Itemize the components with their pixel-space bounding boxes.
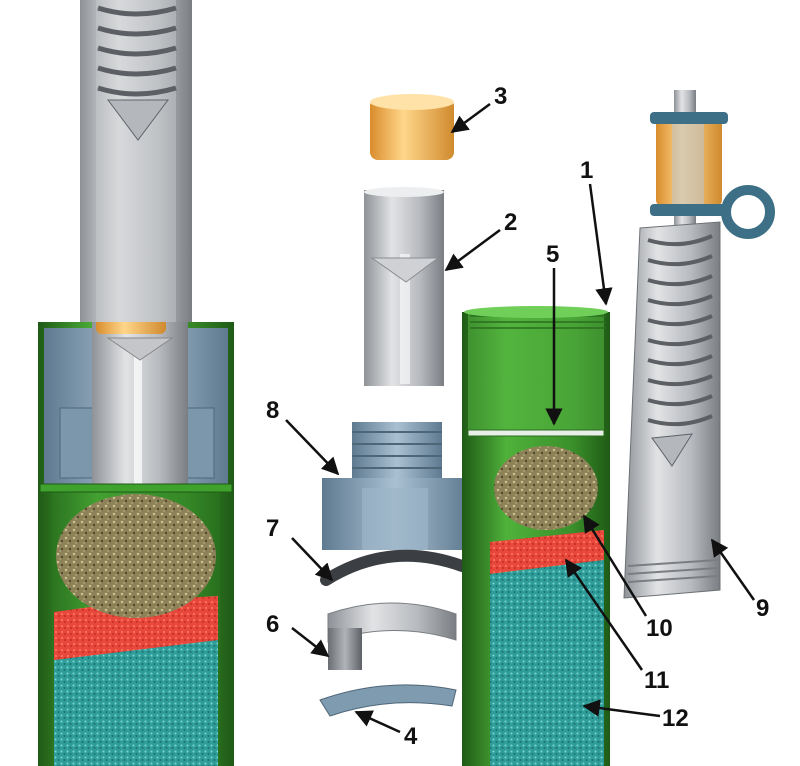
teal-granule-layer-left	[54, 640, 218, 766]
spring-left	[97, 5, 177, 97]
leader-arrows	[285, 102, 756, 734]
arrow-11	[564, 558, 644, 671]
arrow-8	[285, 419, 340, 476]
red-layer-left	[54, 596, 218, 660]
washer-part	[319, 684, 457, 717]
callout-4: 4	[404, 723, 418, 750]
arrow-6	[291, 627, 330, 658]
callout-10: 10	[646, 615, 673, 642]
callout-3: 3	[494, 83, 507, 110]
arrow-12	[582, 699, 661, 718]
green-tube-part	[462, 306, 610, 766]
callout-9: 9	[756, 595, 769, 622]
spring-rod-assembly-part	[623, 90, 775, 599]
callout-6: 6	[266, 611, 279, 638]
callout-1: 1	[580, 157, 593, 184]
filter-pad-left	[56, 494, 216, 618]
callout-7: 7	[266, 515, 279, 542]
callout-labels: 1 2 3 4 5 6 7 8 9 10 11 12	[266, 83, 769, 750]
arrow-10	[582, 514, 648, 617]
retaining-ring-part	[467, 429, 605, 437]
arrow-2	[444, 228, 501, 272]
arrow-4	[354, 710, 401, 734]
metal-ring-part	[327, 602, 457, 670]
callout-12: 12	[662, 705, 689, 732]
arrow-9	[710, 538, 756, 601]
callout-8: 8	[266, 397, 279, 424]
assembled-cartridge	[38, 0, 234, 766]
threaded-fitting-part	[322, 422, 468, 550]
arrow-1	[588, 183, 613, 306]
filter-pad-right	[494, 446, 598, 530]
exploded-parts	[319, 94, 468, 717]
o-ring-part	[320, 549, 468, 586]
callout-2: 2	[504, 209, 517, 236]
sleeve-part	[364, 187, 444, 386]
arrow-7	[291, 537, 334, 582]
callout-5: 5	[546, 241, 559, 268]
callout-11: 11	[644, 667, 669, 694]
arrow-3	[450, 102, 491, 134]
teal-granule-layer-right	[490, 560, 604, 766]
cap-part	[370, 94, 454, 160]
